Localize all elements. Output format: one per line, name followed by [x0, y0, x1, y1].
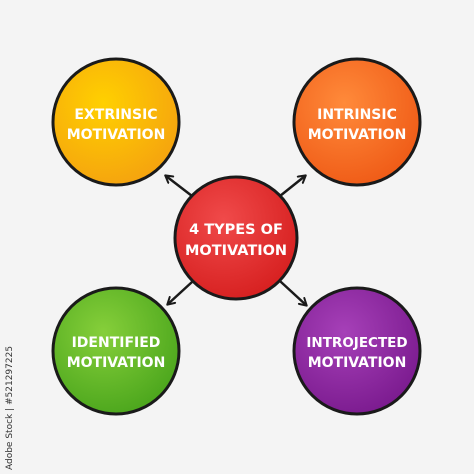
node-extrinsic-label-line2: MOTIVATION [67, 127, 166, 143]
node-extrinsic: EXTRINSIC MOTIVATION [51, 57, 181, 187]
node-introjected: INTROJECTED MOTIVATION [292, 286, 422, 416]
node-introjected-label-line1: INTROJECTED [306, 335, 407, 351]
arrow-to-intrinsic [278, 174, 307, 198]
center-title-line1: 4 TYPES OF [189, 222, 283, 238]
node-introjected-circle [292, 286, 422, 416]
node-intrinsic-label-line1: INTRINSIC [317, 107, 397, 123]
node-identified-label-line2: MOTIVATION [67, 355, 166, 371]
arrow-to-introjected [279, 280, 308, 307]
node-extrinsic-circle [51, 57, 181, 187]
node-intrinsic-label-line2: MOTIVATION [308, 127, 407, 143]
arrow-to-identified [166, 280, 194, 306]
stock-credit-text: Adobe Stock | #521297225 [5, 345, 15, 470]
node-extrinsic-label-line1: EXTRINSIC [74, 107, 157, 123]
node-intrinsic-circle [292, 57, 422, 187]
node-intrinsic: INTRINSIC MOTIVATION [292, 57, 422, 187]
node-identified: IDENTIFIED MOTIVATION [51, 286, 181, 416]
node-identified-circle [51, 286, 181, 416]
node-center: 4 TYPES OF MOTIVATION [173, 175, 299, 301]
node-identified-label-line1: IDENTIFIED [72, 335, 161, 351]
node-center-circle [173, 175, 299, 301]
arrow-to-extrinsic [164, 174, 194, 198]
center-title-line2: MOTIVATION [185, 243, 287, 259]
node-introjected-label-line2: MOTIVATION [308, 355, 407, 371]
